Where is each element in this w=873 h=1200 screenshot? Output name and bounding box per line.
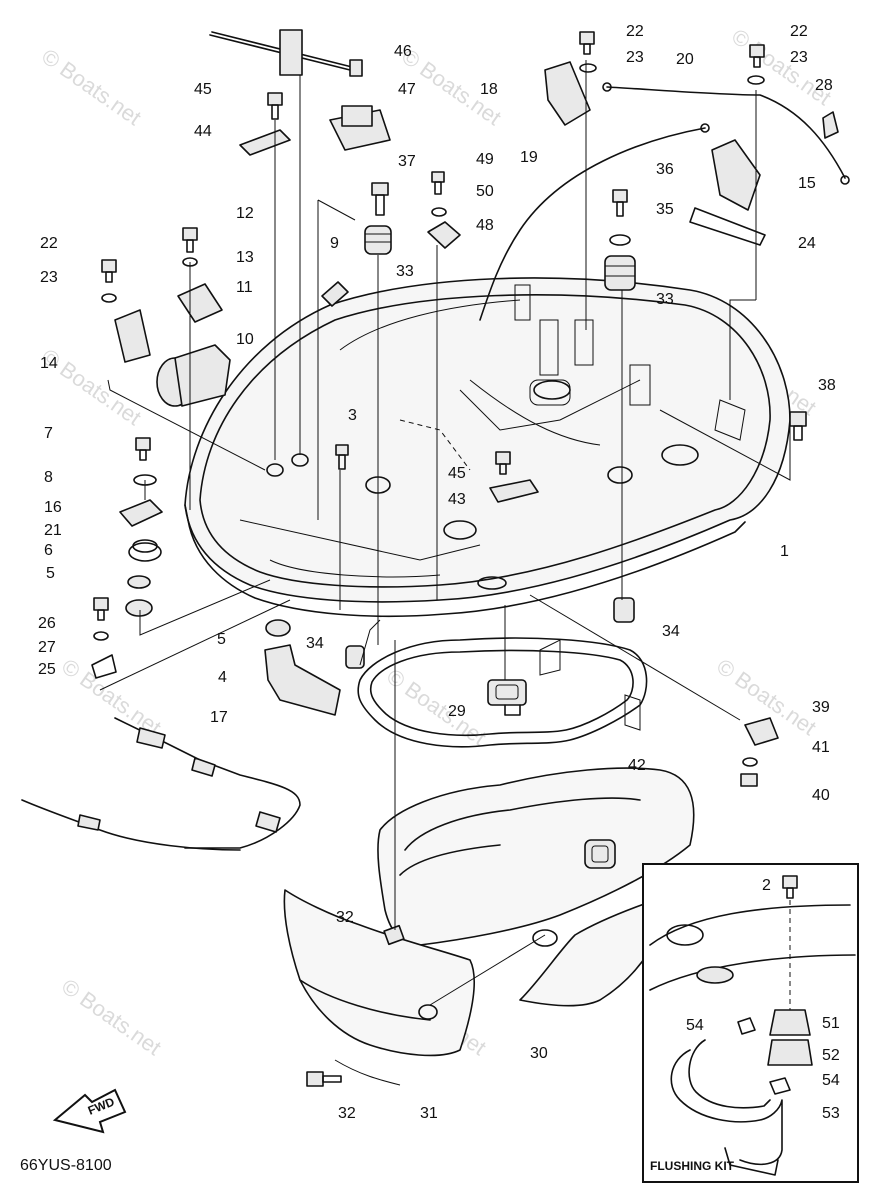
watermark: © Boats.net [57,974,166,1061]
callout-37: 37 [398,153,416,170]
gasket [357,637,648,748]
callout-45: 45 [448,465,466,482]
callout-18: 18 [480,81,498,98]
callout-26: 26 [38,615,56,632]
callout-51: 51 [822,1015,840,1032]
callout-42: 42 [628,757,646,774]
callout-24: 24 [798,235,816,252]
callout-22: 22 [790,23,808,40]
callout-22: 22 [626,23,644,40]
callout-34: 34 [306,635,324,652]
callout-54: 54 [686,1017,704,1034]
callout-1: 1 [780,543,789,560]
callout-13: 13 [236,249,254,266]
callout-4: 4 [218,669,227,686]
callout-49: 49 [476,151,494,168]
callout-22: 22 [40,235,58,252]
lower-cowl [283,767,695,1086]
callout-53: 53 [822,1105,840,1122]
callout-5: 5 [217,631,226,648]
callout-32: 32 [336,909,354,926]
callout-31: 31 [420,1105,438,1122]
diagram-code: 66YUS-8100 [20,1157,112,1174]
callout-48: 48 [476,217,494,234]
hardware [21,29,850,1087]
callout-47: 47 [398,81,416,98]
callout-25: 25 [38,661,56,678]
callout-41: 41 [812,739,830,756]
flushing-kit-inset: FLUSHING KIT [642,863,859,1183]
callout-54: 54 [822,1072,840,1089]
callout-19: 19 [520,149,538,166]
callout-38: 38 [818,377,836,394]
callout-44: 44 [194,123,212,140]
callout-43: 43 [448,491,466,508]
bottom-cowling [184,277,791,618]
callout-12: 12 [236,205,254,222]
callout-6: 6 [44,542,53,559]
callout-23: 23 [40,269,58,286]
callout-36: 36 [656,161,674,178]
callout-52: 52 [822,1047,840,1064]
callout-labels: 1 2 3 4 5 5 6 7 8 9 10 11 12 13 14 15 16… [38,23,840,1122]
callout-50: 50 [476,183,494,200]
callout-17: 17 [210,709,228,726]
callout-28: 28 [815,77,833,94]
callout-9: 9 [330,235,339,252]
fwd-arrow-shape [52,1088,127,1134]
watermark: © Boats.net [727,24,836,111]
callout-33: 33 [656,291,674,308]
callout-11: 11 [236,279,253,296]
callout-46: 46 [394,43,412,60]
leader-lines [99,60,791,1006]
callout-23: 23 [790,49,808,66]
callout-35: 35 [656,201,674,218]
callout-45: 45 [194,81,212,98]
callout-30: 30 [530,1045,548,1062]
inset-title: FLUSHING KIT [650,1159,735,1173]
watermark: © Boats.net [37,44,146,131]
callout-39: 39 [812,699,830,716]
callout-40: 40 [812,787,830,804]
callout-34: 34 [662,623,680,640]
callout-14: 14 [40,355,58,372]
callout-20: 20 [676,51,694,68]
callout-32: 32 [338,1105,356,1122]
callout-16: 16 [44,499,62,516]
callout-23: 23 [626,49,644,66]
callout-29: 29 [448,703,466,720]
callout-2: 2 [762,877,771,894]
inset-frame [642,863,859,1183]
callout-7: 7 [44,425,53,442]
callout-33: 33 [396,263,414,280]
callout-27: 27 [38,639,56,656]
fwd-arrow: FWD [52,1088,127,1134]
callout-15: 15 [798,175,816,192]
callout-3: 3 [348,407,357,424]
watermark: © Boats.net [382,664,491,751]
callout-8: 8 [44,469,53,486]
callout-5: 5 [46,565,55,582]
callout-10: 10 [236,331,254,348]
callout-21: 21 [44,522,62,539]
